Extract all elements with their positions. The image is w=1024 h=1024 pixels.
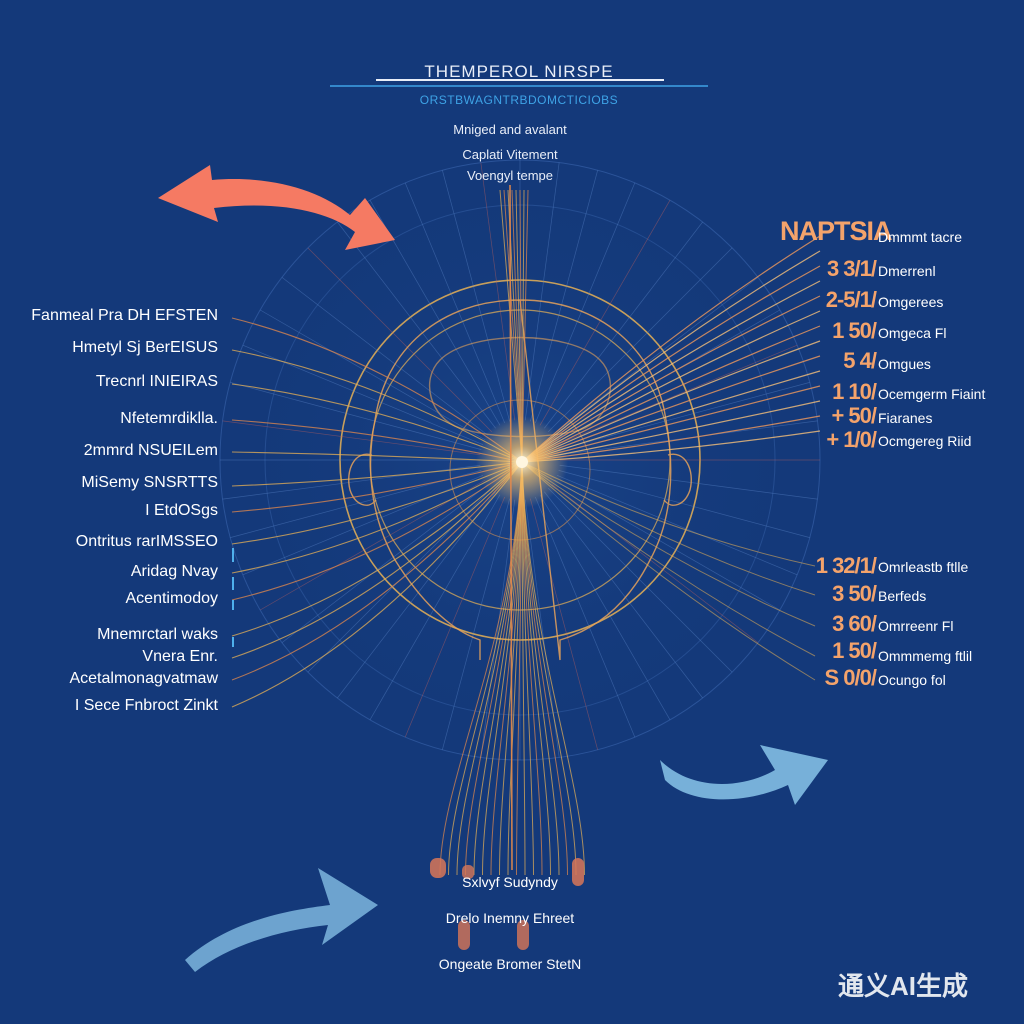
right-desc: Ocungo fol xyxy=(878,672,946,688)
right-desc: Omgues xyxy=(878,356,931,372)
left-label: Vnera Enr. xyxy=(142,648,218,665)
right-value: 2-5/1/ xyxy=(825,287,877,312)
left-label: Trecnrl INIEIRAS xyxy=(95,373,218,390)
page-subtitle: ORSTBWAGNTRBDOMCTICIOBS xyxy=(419,93,619,107)
outer-ring xyxy=(219,159,821,761)
spine-line xyxy=(509,184,513,871)
right-desc: Omgeca Fl xyxy=(878,325,947,341)
right-heading: NAPTSIA xyxy=(780,216,893,246)
right-value: 1 32/1/ xyxy=(815,553,877,578)
left-label: Hmetyl Sj BerEISUS xyxy=(72,339,218,356)
right-desc: Fiaranes xyxy=(878,410,933,426)
right-desc: Omgerees xyxy=(878,294,944,310)
bottom-label: Sxlvyf Sudyndy xyxy=(462,874,558,890)
right-heading-sub: Dmmmt tacre xyxy=(878,229,962,245)
right-desc: Ocmgereg Riid xyxy=(878,433,972,449)
right-value: 3 60/ xyxy=(832,611,877,636)
right-value: S 0/0/ xyxy=(824,665,877,690)
left-label: Fanmeal Pra DH EFSTEN xyxy=(31,307,218,324)
watermark: 通义AI生成 xyxy=(838,971,969,1001)
left-label: Acetalmonagvatmaw xyxy=(69,670,218,687)
left-label: Acentimodoy xyxy=(125,590,219,607)
left-label: MiSemy SNSRTTS xyxy=(81,474,218,491)
right-value: + 50/ xyxy=(831,403,877,428)
bottom-label: Ongeate Bromer StetN xyxy=(438,956,582,972)
left-label: Aridag Nvay xyxy=(130,563,218,580)
bottom-label: Drelo Inemny Ehreet xyxy=(445,910,575,926)
top-label: Mniged and avalant xyxy=(453,122,567,137)
top-label: Caplati Vitement xyxy=(462,147,558,162)
left-label: I EtdOSgs xyxy=(145,502,218,519)
top-label: Voengyl tempe xyxy=(466,168,553,183)
right-value: 5 4/ xyxy=(843,348,877,373)
left-label: 2mmrd NSUEILem xyxy=(83,442,218,459)
right-desc: Ommmemg ftlil xyxy=(878,648,973,664)
right-value: 1 50/ xyxy=(832,638,877,663)
root-nodes xyxy=(430,858,584,950)
right-desc: Omrleastb ftlle xyxy=(878,559,969,575)
left-label: Nfetemrdiklla. xyxy=(120,410,218,427)
center-point xyxy=(516,456,528,468)
left-label: I Sece Fnbroct Zinkt xyxy=(74,697,218,714)
page-title: THEMPEROL NIRSPE xyxy=(424,62,614,81)
right-value: 1 10/ xyxy=(832,379,877,404)
blue-arrow-right xyxy=(660,745,828,805)
right-desc: Ocemgerm Fiaint xyxy=(878,386,986,402)
left-label: Ontritus rarIMSSEO xyxy=(75,533,218,550)
right-value: 3 3/1/ xyxy=(826,256,877,281)
right-value: 1 50/ xyxy=(832,318,877,343)
right-value: + 1/0/ xyxy=(826,427,877,452)
right-desc: Dmerrenl xyxy=(878,263,936,279)
right-value: 3 50/ xyxy=(832,581,877,606)
left-label: Mnemrctarl waks xyxy=(97,626,218,643)
right-desc: Omrreenr Fl xyxy=(878,618,954,634)
coral-arrow xyxy=(158,165,395,250)
right-desc: Berfeds xyxy=(878,588,927,604)
blue-arrow-bottom xyxy=(185,868,378,972)
